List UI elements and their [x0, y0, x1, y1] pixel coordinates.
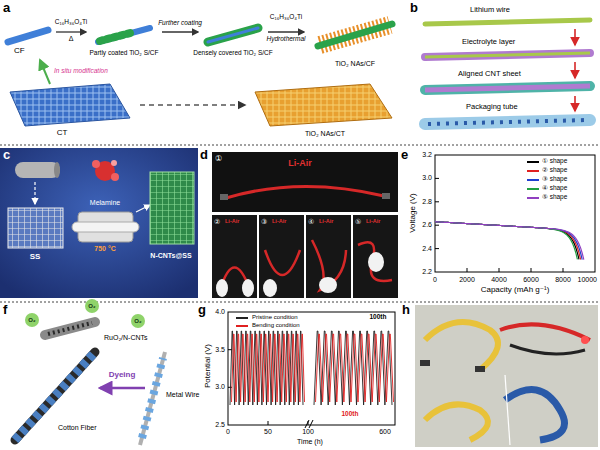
device-label: Li-Air [272, 219, 286, 225]
step-label: Dyeing [109, 371, 136, 379]
axis-tick: 100 [302, 428, 314, 435]
precursor-label: Melamine [90, 199, 120, 206]
device-label: Li-Air [225, 219, 239, 225]
axis-title: Capacity (mAh g⁻¹) [481, 286, 550, 294]
legend-text: Bending condition [251, 322, 301, 328]
axis-tick: 3.2 [422, 151, 432, 158]
panel-letter: d [200, 148, 208, 161]
axis-tick: 0 [226, 428, 230, 435]
fiber-label: TiO₂ NAs/CF [335, 60, 375, 67]
legend-text: ③ shape [542, 176, 567, 183]
heat-symbol: Δ [69, 35, 74, 42]
panel-letter: e [401, 148, 408, 161]
photo-number: ② [214, 218, 220, 225]
axis-tick: 8000 [555, 276, 571, 283]
part-label: Cotton Fiber [58, 424, 97, 431]
axis-tick: 2.5 [215, 421, 225, 428]
photo-number: ③ [261, 218, 267, 225]
layer-label: Aligned CNT sheet [458, 70, 521, 78]
layer-label: Electrolyte layer [462, 38, 515, 46]
legend-line [527, 170, 539, 172]
product-label: N-CNTs@SS [150, 252, 191, 259]
part-label: Metal Wire [166, 391, 199, 398]
axis-tick: 4.0 [215, 308, 225, 315]
gas-label: O₂ [88, 303, 95, 309]
discharge-curve [435, 222, 584, 260]
panel-letter: h [402, 303, 410, 316]
legend-line [527, 197, 539, 199]
axis-title: Time (h) [297, 438, 323, 445]
panel-letter: a [3, 1, 10, 14]
discharge-curve [435, 222, 579, 260]
axis-tick: 3.0 [422, 174, 432, 181]
axis-tick: 2.8 [422, 198, 432, 205]
gas-label: O₂ [28, 317, 35, 323]
legend-line [527, 179, 539, 181]
axis-tick: 600 [379, 428, 391, 435]
substrate-label: SS [30, 253, 41, 261]
axis-title: Voltage (V) [409, 193, 417, 233]
photo-number: ① [215, 155, 222, 163]
legend-text: ① shape [542, 158, 567, 165]
axis-tick: 50 [264, 428, 272, 435]
panel-letter: f [3, 303, 7, 316]
device-label: Li-Air [319, 219, 333, 225]
step-label: Further coating [158, 20, 202, 27]
panel-letter: c [3, 148, 10, 161]
legend-line [527, 188, 539, 190]
legend-text: ② shape [542, 167, 567, 174]
layer-label: Packaging tube [466, 103, 518, 111]
axis-tick: 10000 [578, 276, 597, 283]
device-label: Li-Air [366, 219, 380, 225]
panel-letter: g [198, 303, 206, 316]
photo-number: ⑤ [355, 218, 361, 225]
cycling-curve [232, 334, 394, 402]
axis-title: Potential (V) [204, 344, 212, 388]
discharge-curve [435, 222, 581, 260]
layer-label: Lithium wire [470, 6, 510, 14]
axis-tick: 2000 [459, 276, 475, 283]
step-label: In situ modification [54, 68, 108, 75]
axis-tick: 4000 [491, 276, 507, 283]
cycle-note: 100th [342, 411, 359, 418]
material-label: RuO₂/N-CNTs [104, 334, 148, 341]
discharge-curve [435, 222, 577, 260]
chemical-formula: C₁₆H₃₆O₄Ti [270, 14, 302, 21]
fabric-label: CT [57, 129, 68, 137]
temperature-label: 750 °C [94, 245, 115, 252]
axis-tick: 2.4 [422, 245, 432, 252]
photo-number: ④ [308, 218, 314, 225]
legend-text: ⑤ shape [542, 194, 567, 201]
step-label: Hydrothermal [266, 36, 305, 43]
legend-text: ④ shape [542, 185, 567, 192]
axis-tick: 6000 [523, 276, 539, 283]
axis-tick: 3.5 [215, 346, 225, 353]
chemical-formula: C₁₆H₃₆O₄Ti [55, 19, 87, 26]
cycle-note: 100th [370, 314, 387, 321]
legend-line [236, 317, 248, 319]
axis-tick: 2.2 [422, 268, 432, 275]
device-label: Li-Air [288, 159, 312, 168]
panel-letter: b [410, 1, 418, 14]
axis-tick: 0 [433, 276, 437, 283]
gas-label: O₂ [134, 318, 141, 324]
fiber-label: Partly coated TiO₂ S/CF [90, 50, 159, 57]
discharge-curve [435, 222, 582, 260]
axis-tick: 2.6 [422, 221, 432, 228]
axis-tick: 3.0 [215, 383, 225, 390]
fiber-label: CF [14, 47, 25, 55]
legend-line [527, 161, 539, 163]
fabric-label: TiO₂ NAs/CT [305, 130, 345, 137]
legend-text: Pristine condition [251, 314, 299, 320]
legend-line [236, 325, 248, 327]
fiber-label: Densely covered TiO₂ S/CF [193, 50, 272, 57]
